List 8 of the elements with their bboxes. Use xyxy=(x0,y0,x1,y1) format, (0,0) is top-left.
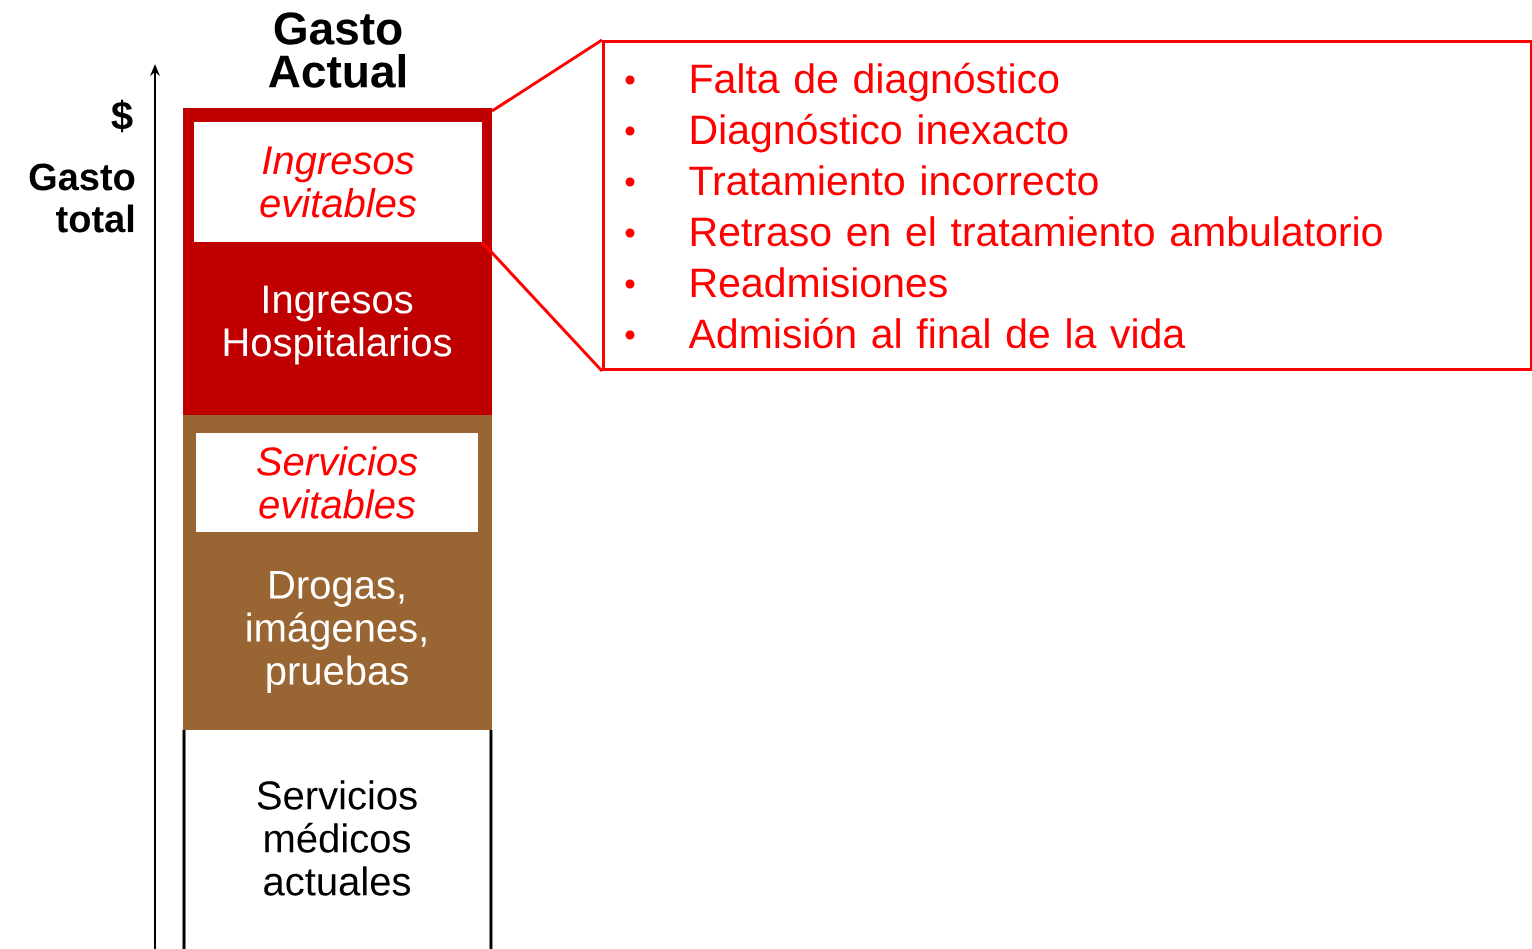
connector-line xyxy=(481,241,604,372)
avoidable-cost-box: Ingresos evitables xyxy=(194,122,482,242)
callout-box: Falta de diagnóstico Diagnóstico inexacto Tratamiento incorrecto Retraso en el tratamiento ambulatorio Readmisiones Admisión al final de la vida xyxy=(602,40,1532,371)
connector-line xyxy=(491,38,603,113)
cost-band: Servicios médicos actuales xyxy=(182,728,493,949)
avoidable-cost-box: Servicios evitables xyxy=(196,433,478,532)
axis-label: Gasto total xyxy=(29,163,135,233)
axis-label: $ xyxy=(111,99,133,133)
